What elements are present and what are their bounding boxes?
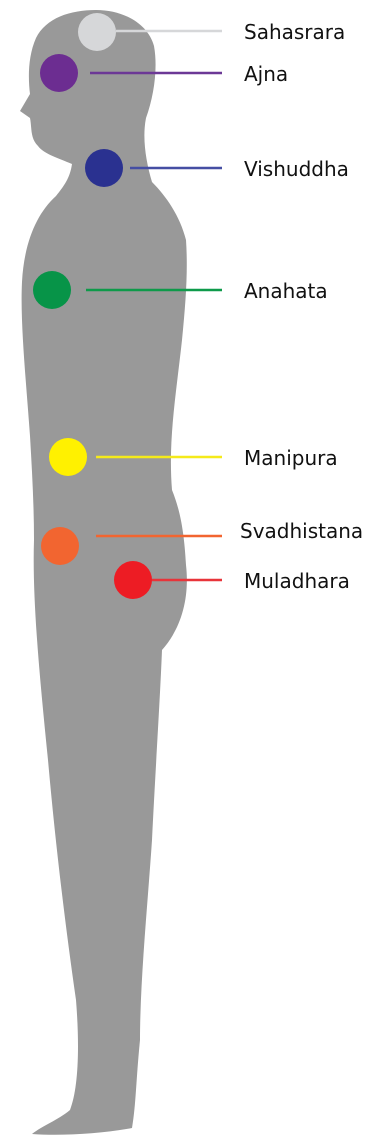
label-svadhistana: Svadhistana (240, 519, 363, 543)
label-anahata: Anahata (244, 279, 328, 303)
label-ajna: Ajna (244, 62, 288, 86)
chakra-dot-manipura (49, 438, 87, 476)
chakra-dot-vishuddha (85, 149, 123, 187)
chakra-dot-svadhistana (41, 527, 79, 565)
chakra-dot-sahasrara (78, 13, 116, 51)
label-sahasrara: Sahasrara (244, 20, 345, 44)
chakra-dot-anahata (33, 271, 71, 309)
chakra-dot-ajna (40, 54, 78, 92)
label-manipura: Manipura (244, 446, 338, 470)
label-vishuddha: Vishuddha (244, 157, 349, 181)
chakra-dot-muladhara (114, 561, 152, 599)
label-muladhara: Muladhara (244, 569, 350, 593)
